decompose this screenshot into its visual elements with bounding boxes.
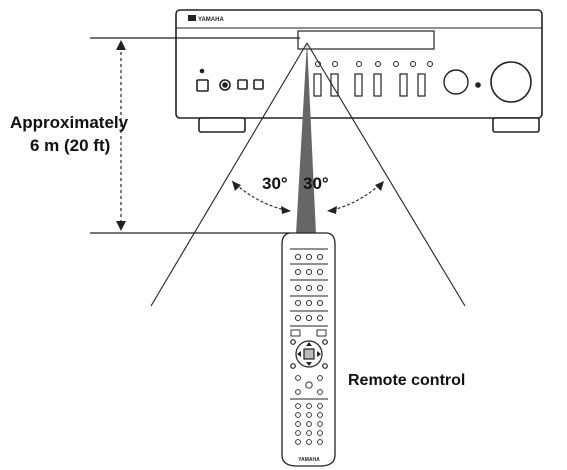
amplifier-body xyxy=(175,9,543,119)
phones-jack-icon xyxy=(219,79,231,91)
input-knob xyxy=(443,69,469,95)
remote-control: YAMAHA xyxy=(281,232,336,467)
volume-knob xyxy=(490,61,532,103)
remote-control-label: Remote control xyxy=(348,372,466,389)
power-indicator-icon xyxy=(199,68,205,74)
power-button xyxy=(196,79,209,92)
remote-buttons xyxy=(290,248,328,337)
indicator-row xyxy=(315,61,433,67)
distance-label-line2: 6 m (20 ft) xyxy=(30,136,111,155)
remote-dpad xyxy=(290,339,328,369)
selector-switches xyxy=(313,73,426,97)
amplifier-foot-right xyxy=(492,117,540,133)
distance-label-line1: Approximately xyxy=(10,113,129,132)
amplifier: YAMAHA xyxy=(175,9,543,133)
small-button-1 xyxy=(237,79,248,90)
amplifier-foot-left xyxy=(198,117,246,133)
small-button-2 xyxy=(253,79,264,90)
amplifier-brand-logo: YAMAHA xyxy=(198,17,224,23)
coverage-line-left xyxy=(150,42,308,307)
coverage-line-right xyxy=(306,42,466,307)
angle-left-label: 30° xyxy=(262,174,288,193)
angle-right-label: 30° xyxy=(303,174,329,193)
display-window xyxy=(297,30,435,50)
remote-lower-buttons xyxy=(290,375,328,445)
distance-dimension xyxy=(90,37,300,234)
coverage-cone xyxy=(150,41,466,307)
dimension-arrow-down-icon xyxy=(116,221,126,231)
dimension-arrow-up-icon xyxy=(116,40,126,50)
ir-beam xyxy=(296,41,316,234)
remote-brand-logo: YAMAHA xyxy=(298,457,320,463)
